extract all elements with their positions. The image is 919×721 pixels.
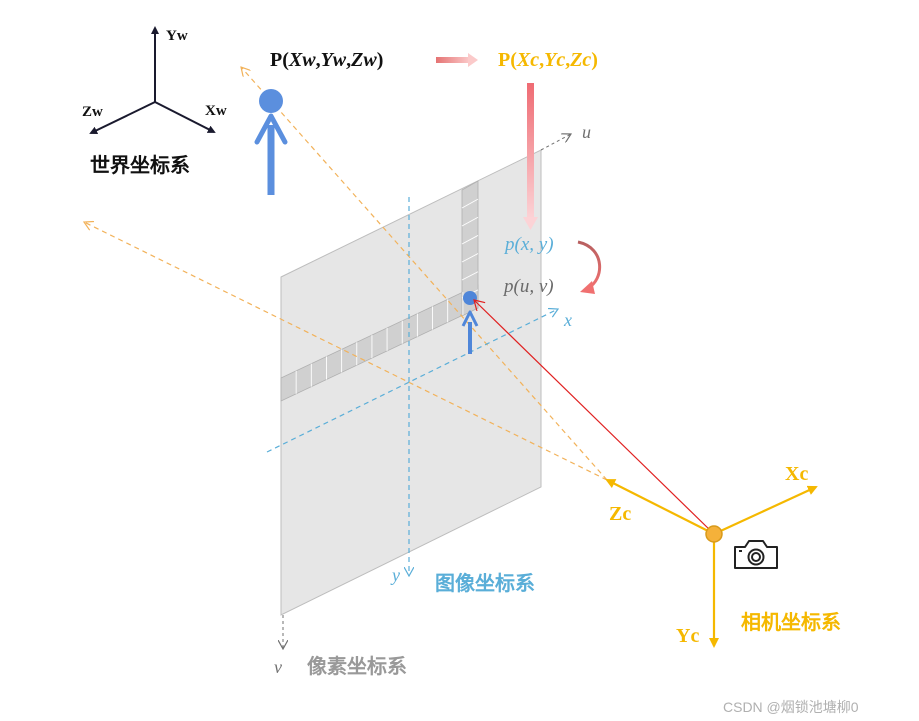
world-xw-label: Xw [205, 103, 227, 119]
world-person-marker [254, 89, 288, 195]
pixel-u-axis-label: u [582, 122, 591, 142]
world-system-title: 世界坐标系 [90, 154, 190, 177]
camera-to-image-arrow [523, 83, 538, 230]
image-to-pixel-curve-arrow [577, 240, 602, 294]
camera-xc-axis [713, 485, 818, 535]
projection-ray [474, 300, 714, 534]
world-point-label: P(Xw,Yw,Zw) [270, 49, 383, 71]
pixel-u-axis [540, 134, 571, 151]
pixel-v-axis-label: v [274, 657, 282, 677]
world-to-camera-arrow [436, 53, 478, 67]
image-x-axis-label: x [563, 310, 572, 330]
image-point-label: p(x, y) [503, 234, 554, 255]
image-plane [280, 149, 542, 616]
camera-zc-label: Zc [609, 503, 631, 525]
image-x-axis [266, 309, 558, 453]
projected-person-head [463, 291, 477, 305]
camera-point-label: P(Xc,Yc,Zc) [498, 49, 598, 71]
world-person-arms [254, 113, 288, 145]
camera-zc-axis [605, 479, 715, 535]
pixel-system-title: 像素坐标系 [307, 654, 407, 678]
projected-person-marker [461, 291, 479, 354]
camera-xc-label: Xc [785, 463, 808, 485]
world-xw-axis [154, 101, 216, 133]
camera-axes [605, 479, 818, 648]
camera-yc-label: Yc [676, 625, 699, 647]
world-yw-label: Yw [166, 28, 188, 44]
world-zw-axis [89, 101, 156, 134]
watermark: CSDN @烟锁池塘柳0 [723, 699, 859, 715]
camera-frustum-ray-lower [84, 222, 608, 481]
camera-icon [734, 540, 778, 569]
image-y-axis-label: y [390, 565, 400, 585]
image-system-title: 图像坐标系 [435, 571, 535, 595]
camera-frustum-ray-upper [241, 67, 608, 481]
pixel-point-label: p(u, v) [502, 276, 554, 297]
world-axes [89, 26, 216, 134]
world-zw-label: Zw [82, 104, 103, 120]
camera-origin [705, 525, 723, 543]
world-person-head [259, 89, 283, 113]
camera-system-title: 相机坐标系 [741, 610, 841, 634]
projected-person-arms [461, 310, 479, 327]
